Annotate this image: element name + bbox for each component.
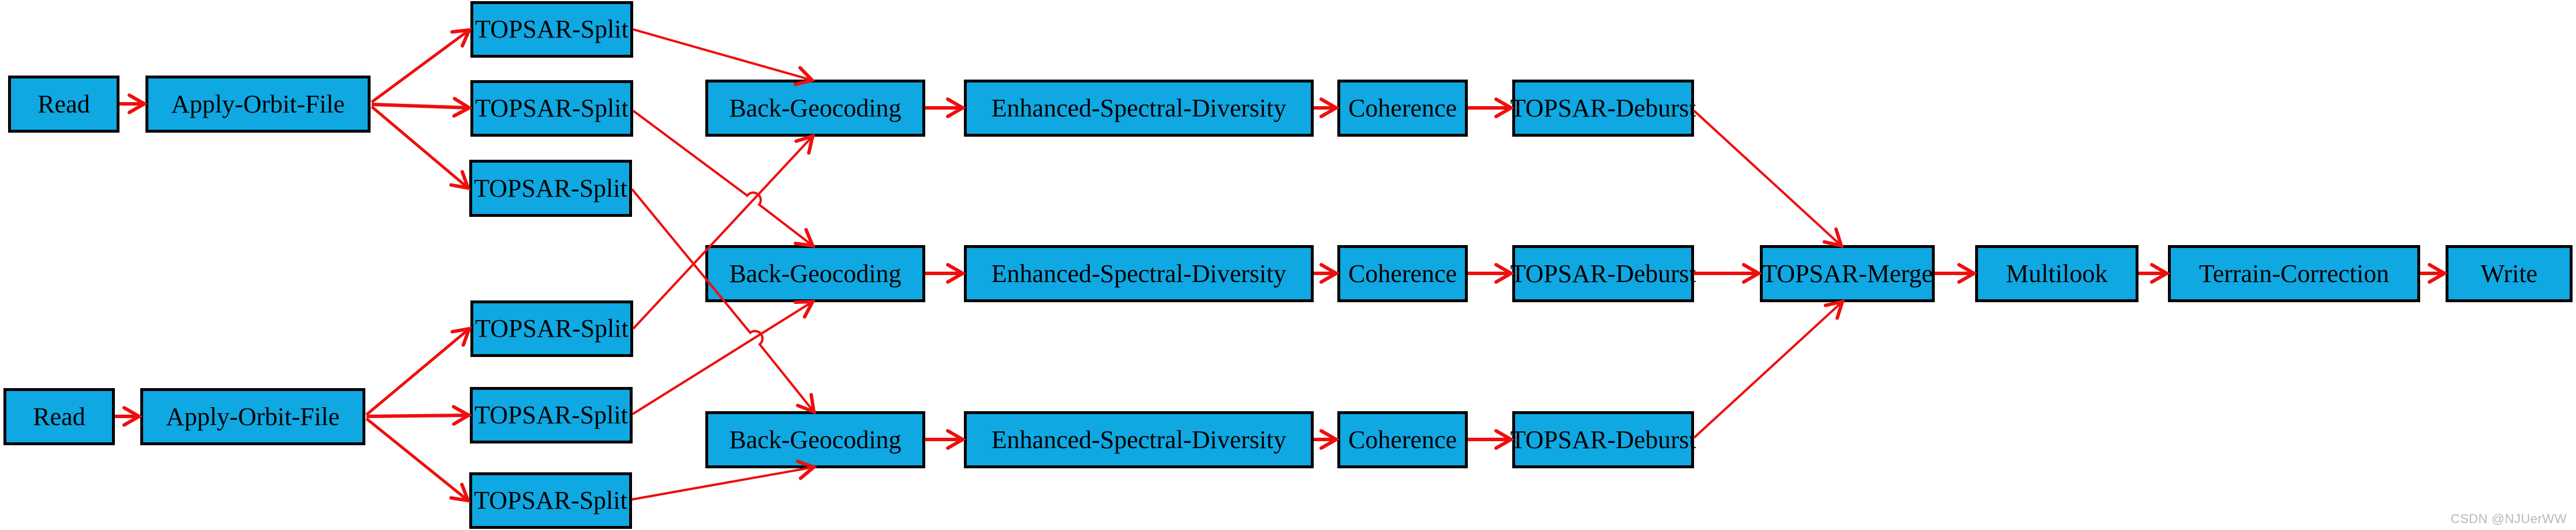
node-apply-orbit-file-1[interactable]: Apply-Orbit-File bbox=[145, 76, 371, 133]
node-terrain-correction[interactable]: Terrain-Correction bbox=[2168, 245, 2420, 302]
node-back-geocoding-1[interactable]: Back-Geocoding bbox=[705, 80, 925, 137]
node-write[interactable]: Write bbox=[2446, 245, 2573, 302]
node-topsar-deburst-2[interactable]: TOPSAR-Deburst bbox=[1511, 245, 1696, 302]
node-topsar-split-2[interactable]: TOPSAR-Split bbox=[470, 80, 633, 137]
node-back-geocoding-3[interactable]: Back-Geocoding bbox=[705, 411, 925, 468]
node-apply-orbit-file-2[interactable]: Apply-Orbit-File bbox=[140, 388, 365, 445]
node-topsar-split-1[interactable]: TOPSAR-Split bbox=[470, 1, 633, 58]
node-enhanced-spectral-diversity-3[interactable]: Enhanced-Spectral-Diversity bbox=[964, 411, 1314, 468]
node-back-geocoding-2[interactable]: Back-Geocoding bbox=[705, 245, 925, 302]
node-topsar-split-4[interactable]: TOPSAR-Split bbox=[470, 300, 633, 357]
node-topsar-split-3[interactable]: TOPSAR-Split bbox=[469, 160, 632, 217]
node-read-2[interactable]: Read bbox=[3, 388, 115, 445]
node-topsar-merge[interactable]: TOPSAR-Merge bbox=[1760, 245, 1935, 302]
node-coherence-3[interactable]: Coherence bbox=[1337, 411, 1468, 468]
node-coherence-2[interactable]: Coherence bbox=[1337, 245, 1468, 302]
node-topsar-deburst-1[interactable]: TOPSAR-Deburst bbox=[1511, 80, 1696, 137]
node-multilook[interactable]: Multilook bbox=[1975, 245, 2138, 302]
node-enhanced-spectral-diversity-1[interactable]: Enhanced-Spectral-Diversity bbox=[964, 80, 1314, 137]
node-topsar-deburst-3[interactable]: TOPSAR-Deburst bbox=[1511, 411, 1696, 468]
node-enhanced-spectral-diversity-2[interactable]: Enhanced-Spectral-Diversity bbox=[964, 245, 1314, 302]
watermark: CSDN @NJUerWW bbox=[2450, 512, 2567, 526]
node-coherence-1[interactable]: Coherence bbox=[1337, 80, 1468, 137]
node-topsar-split-5[interactable]: TOPSAR-Split bbox=[470, 387, 633, 443]
node-read-1[interactable]: Read bbox=[8, 76, 119, 133]
node-topsar-split-6[interactable]: TOPSAR-Split bbox=[469, 472, 632, 529]
